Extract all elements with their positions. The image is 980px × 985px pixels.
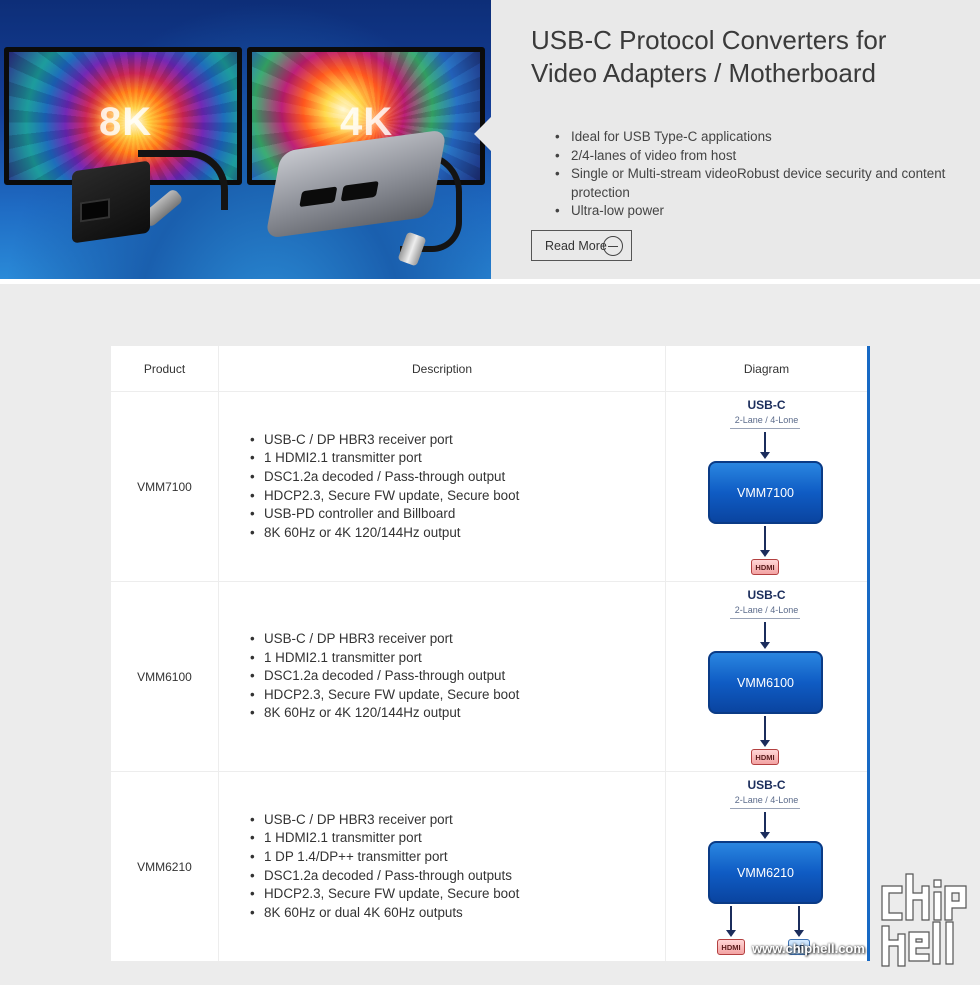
hero-product-image: 8K 4K xyxy=(0,0,491,279)
monitor-4k-label: 4K xyxy=(340,100,394,144)
block-diagram: USB-C 2-Lane / 4-Lone VMM6100 HDMI xyxy=(666,582,867,772)
diagram-chip: VMM6210 xyxy=(708,841,823,904)
product-table: Product Description Diagram VMM7100 USB-… xyxy=(111,346,870,961)
description-item: 8K 60Hz or dual 4K 60Hz outputs xyxy=(250,904,519,923)
dp-port-tag: DP xyxy=(788,939,810,955)
diagram-input-label: USB-C xyxy=(747,778,786,792)
diagram-input-lanes: 2-Lane / 4-Lone xyxy=(734,605,799,615)
product-description: USB-C / DP HBR3 receiver port 1 HDMI2.1 … xyxy=(219,772,666,961)
diagram-divider xyxy=(730,618,800,619)
description-item: 8K 60Hz or 4K 120/144Hz output xyxy=(250,704,519,723)
product-description: USB-C / DP HBR3 receiver port 1 HDMI2.1 … xyxy=(219,582,666,771)
description-item: 1 HDMI2.1 transmitter port xyxy=(250,649,519,668)
hero-title: USB-C Protocol Converters for Video Adap… xyxy=(531,24,971,90)
feature-item: Ideal for USB Type-C applications xyxy=(555,128,971,147)
description-item: DSC1.2a decoded / Pass-through output xyxy=(250,667,519,686)
description-item: HDCP2.3, Secure FW update, Secure boot xyxy=(250,885,519,904)
minus-circle-icon xyxy=(603,236,623,256)
diagram-input-label: USB-C xyxy=(747,398,786,412)
diagram-chip: VMM7100 xyxy=(708,461,823,524)
chiphell-logo-icon xyxy=(881,873,967,967)
description-item: DSC1.2a decoded / Pass-through output xyxy=(250,468,519,487)
table-row: VMM7100 USB-C / DP HBR3 receiver port 1 … xyxy=(111,392,867,582)
description-item: HDCP2.3, Secure FW update, Secure boot xyxy=(250,686,519,705)
hdmi-port-tag: HDMI xyxy=(751,749,779,765)
table-row: VMM6100 USB-C / DP HBR3 receiver port 1 … xyxy=(111,582,867,772)
dp-adapter-cable xyxy=(138,150,228,210)
description-list: USB-C / DP HBR3 receiver port 1 HDMI2.1 … xyxy=(250,431,519,543)
hdmi-port-tag: HDMI xyxy=(717,939,745,955)
diagram-input-lanes: 2-Lane / 4-Lone xyxy=(734,795,799,805)
block-diagram: USB-C 2-Lane / 4-Lone VMM7100 HDMI xyxy=(666,392,867,582)
monitor-8k-label: 8K xyxy=(99,100,153,144)
description-item: 1 HDMI2.1 transmitter port xyxy=(250,829,519,848)
arrow-down-icon xyxy=(760,812,770,839)
diagram-divider xyxy=(730,428,800,429)
description-item: 1 HDMI2.1 transmitter port xyxy=(250,449,519,468)
product-name: VMM6210 xyxy=(111,772,219,961)
header-product: Product xyxy=(111,346,219,391)
product-name: VMM7100 xyxy=(111,392,219,581)
header-description: Description xyxy=(219,346,666,391)
diagram-divider xyxy=(730,808,800,809)
table-header-row: Product Description Diagram xyxy=(111,346,867,392)
arrow-down-icon xyxy=(760,622,770,649)
hero-banner: 8K 4K USB-C Protocol Converters for Vide… xyxy=(0,0,980,279)
diagram-input-label: USB-C xyxy=(747,588,786,602)
feature-item: Ultra-low power xyxy=(555,202,971,221)
hero-feature-list: Ideal for USB Type-C applications 2/4-la… xyxy=(555,128,971,221)
product-diagram: USB-C 2-Lane / 4-Lone VMM6100 HDMI xyxy=(666,582,867,771)
product-diagram: USB-C 2-Lane / 4-Lone VMM6210 HDMI DP xyxy=(666,772,867,961)
table-accent-bar xyxy=(867,346,870,961)
description-item: USB-C / DP HBR3 receiver port xyxy=(250,630,519,649)
arrow-down-icon xyxy=(726,906,736,937)
description-list: USB-C / DP HBR3 receiver port 1 HDMI2.1 … xyxy=(250,630,519,723)
description-item: 1 DP 1.4/DP++ transmitter port xyxy=(250,848,519,867)
read-more-label: Read More xyxy=(545,238,607,253)
arrow-down-icon xyxy=(760,526,770,557)
read-more-button[interactable]: Read More xyxy=(531,230,632,261)
feature-item: 2/4-lanes of video from host xyxy=(555,147,971,166)
feature-item: Single or Multi-stream videoRobust devic… xyxy=(555,165,971,202)
product-description: USB-C / DP HBR3 receiver port 1 HDMI2.1 … xyxy=(219,392,666,581)
displayport-adapter xyxy=(72,160,150,244)
arrow-down-icon xyxy=(760,716,770,747)
diagram-chip: VMM6100 xyxy=(708,651,823,714)
description-item: DSC1.2a decoded / Pass-through outputs xyxy=(250,867,519,886)
hero-title-line2: Video Adapters / Motherboard xyxy=(531,58,876,88)
product-name: VMM6100 xyxy=(111,582,219,771)
description-item: USB-C / DP HBR3 receiver port xyxy=(250,811,519,830)
description-item: USB-C / DP HBR3 receiver port xyxy=(250,431,519,450)
description-item: 8K 60Hz or 4K 120/144Hz output xyxy=(250,524,519,543)
hero-text: USB-C Protocol Converters for Video Adap… xyxy=(531,24,971,221)
table-row: VMM6210 USB-C / DP HBR3 receiver port 1 … xyxy=(111,772,867,961)
arrow-down-icon xyxy=(794,906,804,937)
arrow-down-icon xyxy=(760,432,770,459)
description-item: HDCP2.3, Secure FW update, Secure boot xyxy=(250,487,519,506)
hero-title-line1: USB-C Protocol Converters for xyxy=(531,25,887,55)
description-list: USB-C / DP HBR3 receiver port 1 HDMI2.1 … xyxy=(250,811,519,923)
watermark-url: www.chiphell.com xyxy=(752,941,865,956)
section-divider xyxy=(0,279,980,284)
diagram-input-lanes: 2-Lane / 4-Lone xyxy=(734,415,799,425)
block-diagram: USB-C 2-Lane / 4-Lone VMM6210 HDMI DP xyxy=(666,772,867,962)
product-diagram: USB-C 2-Lane / 4-Lone VMM7100 HDMI xyxy=(666,392,867,581)
header-diagram: Diagram xyxy=(743,361,790,376)
hdmi-port-tag: HDMI xyxy=(751,559,779,575)
description-item: USB-PD controller and Billboard xyxy=(250,505,519,524)
